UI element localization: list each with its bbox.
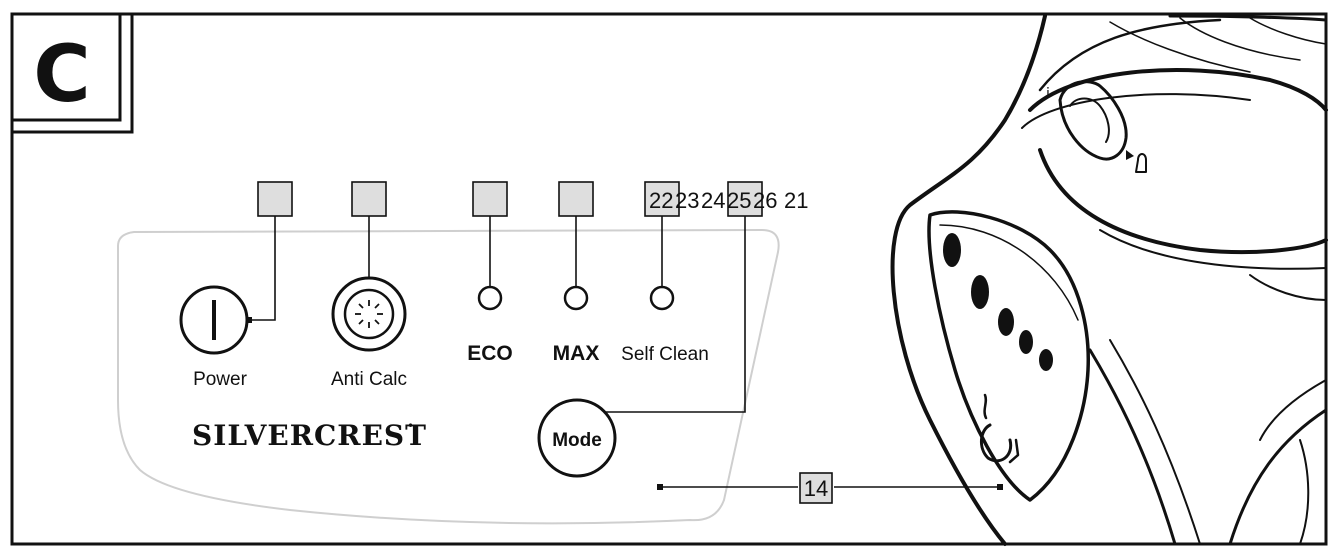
power-button: Power [179, 285, 249, 390]
callout-box-eco [472, 181, 508, 217]
callout-number-24: 24 [701, 188, 725, 213]
figure-letter: C [33, 30, 90, 120]
callout-number-25: 25 [727, 188, 751, 213]
leader-mode [578, 216, 746, 413]
mode-label: Mode [552, 430, 602, 451]
callout-number-14: 14 [804, 476, 828, 501]
max-label: MAX [553, 342, 600, 365]
callout-box-power [257, 181, 293, 217]
callout-box-max [558, 181, 594, 217]
anti-calc-icon [355, 300, 383, 328]
callout-number-23: 23 [675, 188, 699, 213]
brand-registered-mark: • [407, 419, 414, 433]
callout-number-21: 21 [784, 188, 808, 213]
eco-indicator: ECO [467, 285, 513, 365]
svg-text:i: i [1046, 86, 1050, 102]
brand-logo: SILVERCREST • [192, 419, 427, 452]
leader-power [249, 216, 276, 321]
outer-frame [10, 12, 1328, 546]
anti-calc-label: Anti Calc [331, 369, 407, 390]
steam-station-illustration: i [890, 14, 1328, 546]
brand-wordmark: SILVERCREST [192, 419, 427, 452]
callout-row: 22 23 24 25 26 21 [257, 181, 808, 217]
callout-number-26: 26 [753, 188, 777, 213]
anti-calc-button: Anti Calc [331, 276, 407, 390]
callout-number-22: 22 [649, 188, 673, 213]
callout-box-anti-calc [351, 181, 387, 217]
mode-button: Mode [537, 398, 617, 478]
callout-14: 14 [657, 472, 1003, 504]
leader-lines [246, 216, 746, 415]
callout-box-14 [799, 472, 833, 504]
self-clean-indicator: Self Clean [621, 285, 709, 365]
self-clean-label: Self Clean [621, 344, 709, 365]
eco-label: ECO [467, 342, 513, 365]
callout-box-self-clean [644, 181, 680, 217]
power-label: Power [193, 369, 248, 390]
figure-letter-box: C [10, 12, 134, 134]
max-indicator: MAX [553, 285, 600, 365]
